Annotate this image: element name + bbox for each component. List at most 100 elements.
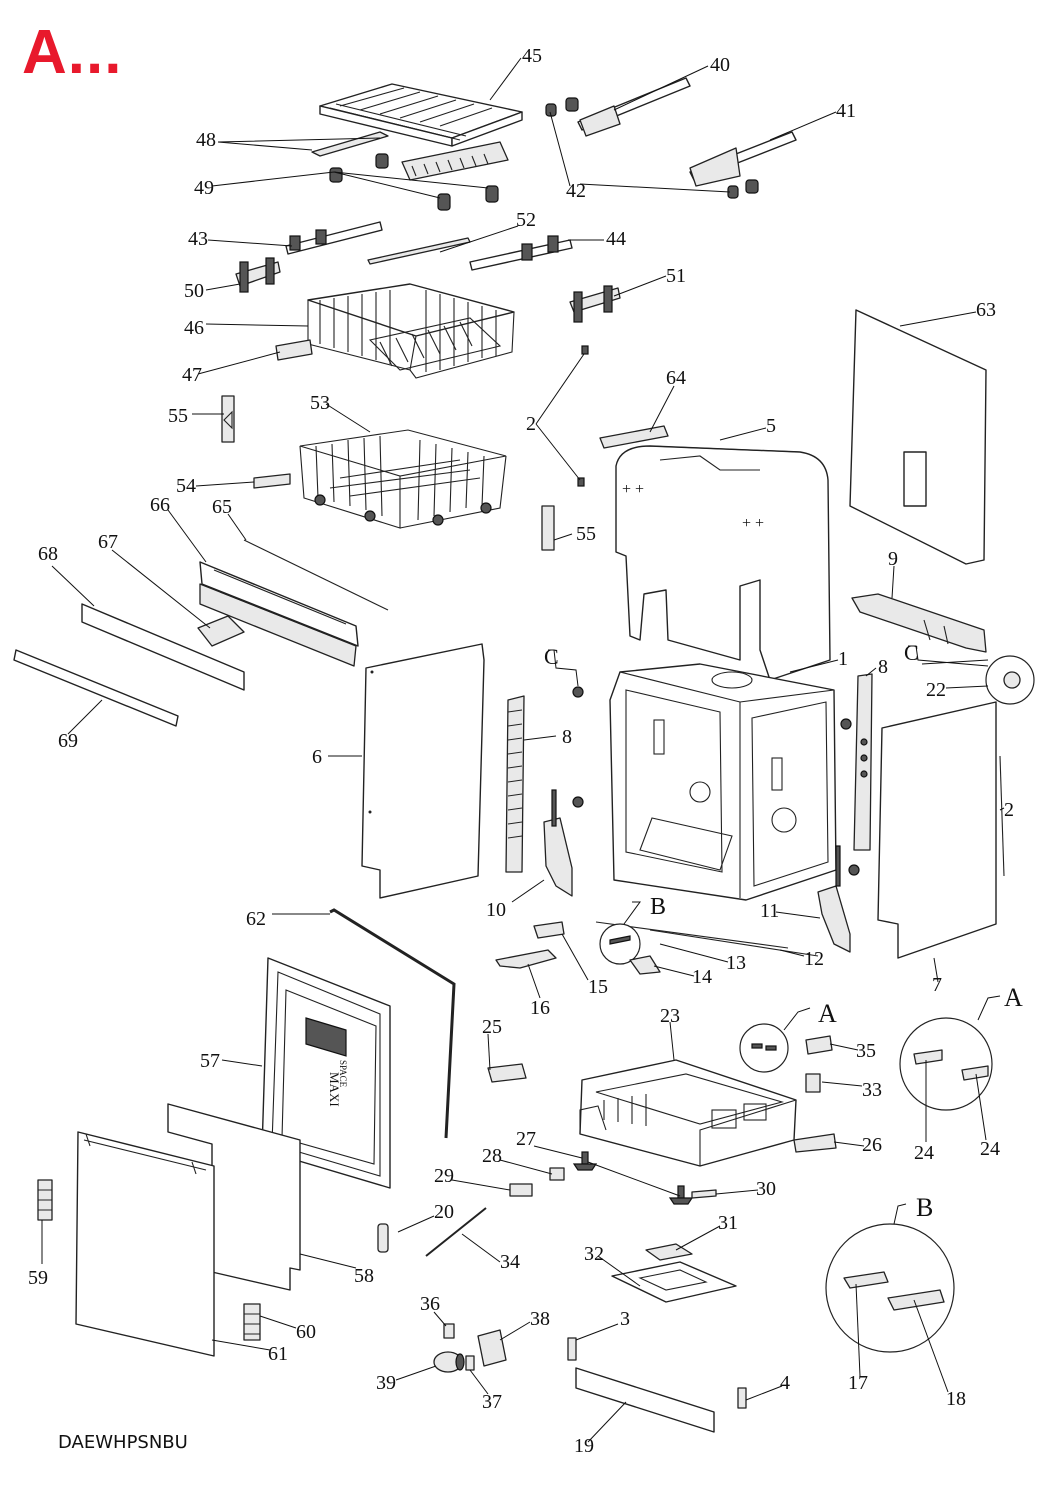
clip-55b (541, 505, 555, 551)
label-19: 19 (574, 1435, 594, 1457)
label-42: 42 (566, 180, 586, 202)
insulation-cover-5: + + + + (615, 445, 831, 681)
part-31 (645, 1243, 693, 1261)
label-55a: 55 (168, 405, 188, 427)
callout-c-22 (985, 655, 1035, 705)
part-59 (37, 1179, 53, 1221)
label-38: 38 (530, 1308, 550, 1330)
rail-41 (689, 131, 797, 199)
label-8b: 8 (878, 656, 888, 678)
rod-12 (649, 929, 819, 957)
label-64: 64 (666, 367, 686, 389)
svg-text:+ +: + + (742, 515, 764, 532)
label-48: 48 (196, 129, 216, 151)
bracket-50 (235, 257, 281, 293)
part-number-labels: 45 40 41 42 48 49 43 52 44 50 51 46 47 6… (28, 45, 1014, 1457)
label-2b: 2 (1004, 799, 1014, 821)
hinge-10 (543, 789, 573, 897)
model-code: DAEWHPSNBU (58, 1432, 188, 1453)
tub-1 (609, 663, 837, 901)
label-3: 3 (620, 1308, 630, 1330)
callout-letter-b-large: B (916, 1193, 933, 1222)
label-16: 16 (530, 997, 550, 1019)
label-51: 51 (666, 265, 686, 287)
part-20 (377, 1223, 389, 1253)
rail-40 (545, 77, 691, 137)
label-46: 46 (184, 317, 204, 339)
label-18: 18 (946, 1388, 966, 1410)
bracket-51 (569, 285, 621, 323)
cap-2b (577, 477, 585, 487)
label-25: 25 (482, 1016, 502, 1038)
label-11: 11 (760, 900, 779, 922)
label-28: 28 (482, 1145, 502, 1167)
part-33 (805, 1073, 821, 1093)
svg-text:+ +: + + (622, 481, 644, 498)
part-30a (668, 1185, 694, 1205)
door-panel-58 (167, 1103, 301, 1291)
control-panel-66 (199, 561, 359, 667)
label-52: 52 (516, 209, 536, 231)
tray-wheels-49 (329, 153, 499, 211)
part-30b (691, 1189, 717, 1199)
callout-letter-a-small: A (818, 999, 837, 1028)
label-10: 10 (486, 899, 506, 921)
wire-65 (243, 539, 389, 611)
top-cover-9 (851, 593, 987, 653)
label-20: 20 (434, 1201, 454, 1223)
part-16 (495, 949, 557, 969)
rail-8b (853, 673, 873, 851)
pump-38 (477, 1329, 507, 1367)
cap-2a (581, 345, 589, 355)
part-15 (533, 921, 565, 939)
callout-letter-b-small: B (650, 894, 666, 920)
part-28 (549, 1167, 565, 1181)
label-59: 59 (28, 1267, 48, 1289)
label-4: 4 (780, 1372, 790, 1394)
rail-8a (505, 695, 525, 873)
callout-b-small (599, 923, 641, 965)
rail-43 (285, 221, 383, 255)
inner-door-57: MAXI SPACE (261, 957, 391, 1189)
callout-a-large (899, 1017, 993, 1111)
label-13: 13 (726, 952, 746, 974)
callout-b-large (825, 1223, 955, 1353)
label-61: 61 (268, 1343, 288, 1365)
label-14: 14 (692, 966, 712, 988)
label-17: 17 (848, 1372, 868, 1394)
leader-lines (41, 57, 1005, 1443)
maxispace-sublogo: SPACE (338, 1060, 348, 1088)
part-60 (243, 1303, 261, 1341)
part-26 (793, 1133, 837, 1153)
part-25 (487, 1063, 527, 1083)
label-27: 27 (516, 1128, 536, 1150)
label-7: 7 (932, 974, 942, 996)
label-5: 5 (766, 415, 776, 437)
door-seal-62 (329, 908, 456, 1139)
label-50: 50 (184, 280, 204, 302)
maxispace-logo: MAXI (327, 1072, 342, 1107)
label-1: 1 (838, 648, 848, 670)
label-35: 35 (856, 1040, 876, 1062)
label-58: 58 (354, 1265, 374, 1287)
side-panel-6 (361, 643, 485, 899)
label-69: 69 (58, 730, 78, 752)
part-37 (465, 1355, 475, 1371)
hinge-11 (817, 845, 851, 953)
label-30: 30 (756, 1178, 776, 1200)
screw-c3 (848, 864, 860, 876)
handle-strip-69 (13, 649, 179, 727)
outer-door-61 (75, 1131, 215, 1357)
label-44: 44 (606, 228, 626, 250)
label-2a: 2 (526, 413, 536, 435)
label-29: 29 (434, 1165, 454, 1187)
label-24b: 24 (980, 1138, 1000, 1160)
part-36 (443, 1323, 455, 1339)
screw-c1 (572, 686, 584, 698)
label-55b: 55 (576, 523, 596, 545)
panel-strip-68 (81, 603, 245, 691)
label-66: 66 (150, 494, 170, 516)
label-24a: 24 (914, 1142, 934, 1164)
